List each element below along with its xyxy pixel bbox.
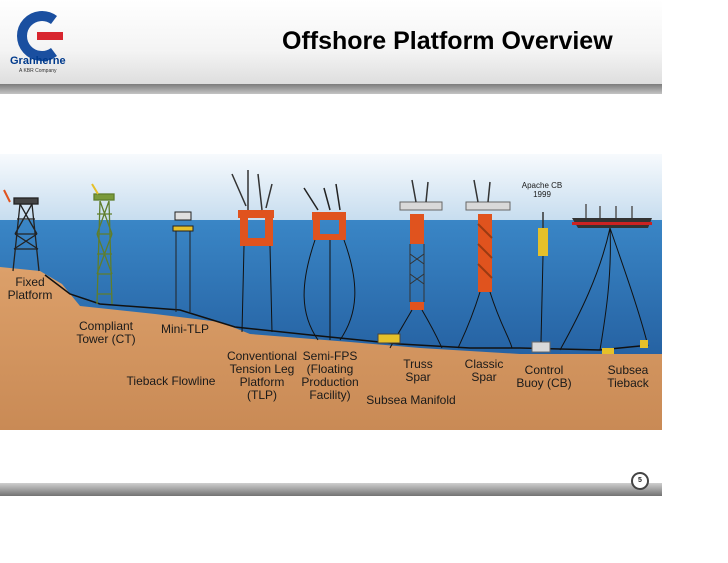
label-tlp: Conventional Tension Leg Platform (TLP) (226, 349, 298, 402)
sky (0, 154, 662, 220)
granherne-logo-icon (17, 11, 63, 61)
semi-fps-icon (303, 183, 356, 341)
compliant-tower-icon (91, 183, 115, 305)
logo-subtitle: A KBR Company (19, 68, 57, 74)
mini-tlp-icon (172, 211, 194, 312)
subsea-manifold-icon (377, 333, 401, 344)
subsea-tieback-icon (602, 340, 648, 354)
label-classic-spar: Classic Spar (464, 357, 504, 384)
label-tieback-flowline: Tieback Flowline (126, 374, 216, 388)
label-truss-spar: Truss Spar (403, 357, 433, 384)
header-divider (0, 84, 662, 94)
truss-spar-icon (389, 179, 443, 349)
offshore-diagram (0, 154, 662, 430)
label-mini-tlp: Mini-TLP (160, 322, 209, 336)
label-subsea-manifold: Subsea Manifold (366, 393, 456, 407)
footer-divider (0, 483, 662, 496)
label-control-buoy: Control Buoy (CB) (516, 363, 572, 390)
label-compliant-tower: Compliant Tower (CT) (76, 319, 136, 346)
control-buoy-icon (531, 212, 551, 353)
page-title: Offshore Platform Overview (282, 27, 613, 55)
fpso-vessel-icon (559, 204, 652, 351)
label-subsea-tieback: Subsea Tieback (607, 363, 649, 390)
label-fixed-platform: Fixed Platform (7, 275, 53, 302)
label-semi-fps: Semi-FPS (Floating Production Facility) (301, 349, 359, 402)
page-number: 5 (631, 472, 649, 490)
seabed (0, 267, 662, 430)
tlp-icon (231, 170, 274, 333)
fixed-platform-icon (3, 189, 40, 272)
logo-name: Granherne (10, 55, 66, 67)
slide-header (0, 0, 662, 84)
classic-spar-icon (457, 179, 513, 349)
label-apache-cb: Apache CB 1999 (521, 181, 563, 199)
